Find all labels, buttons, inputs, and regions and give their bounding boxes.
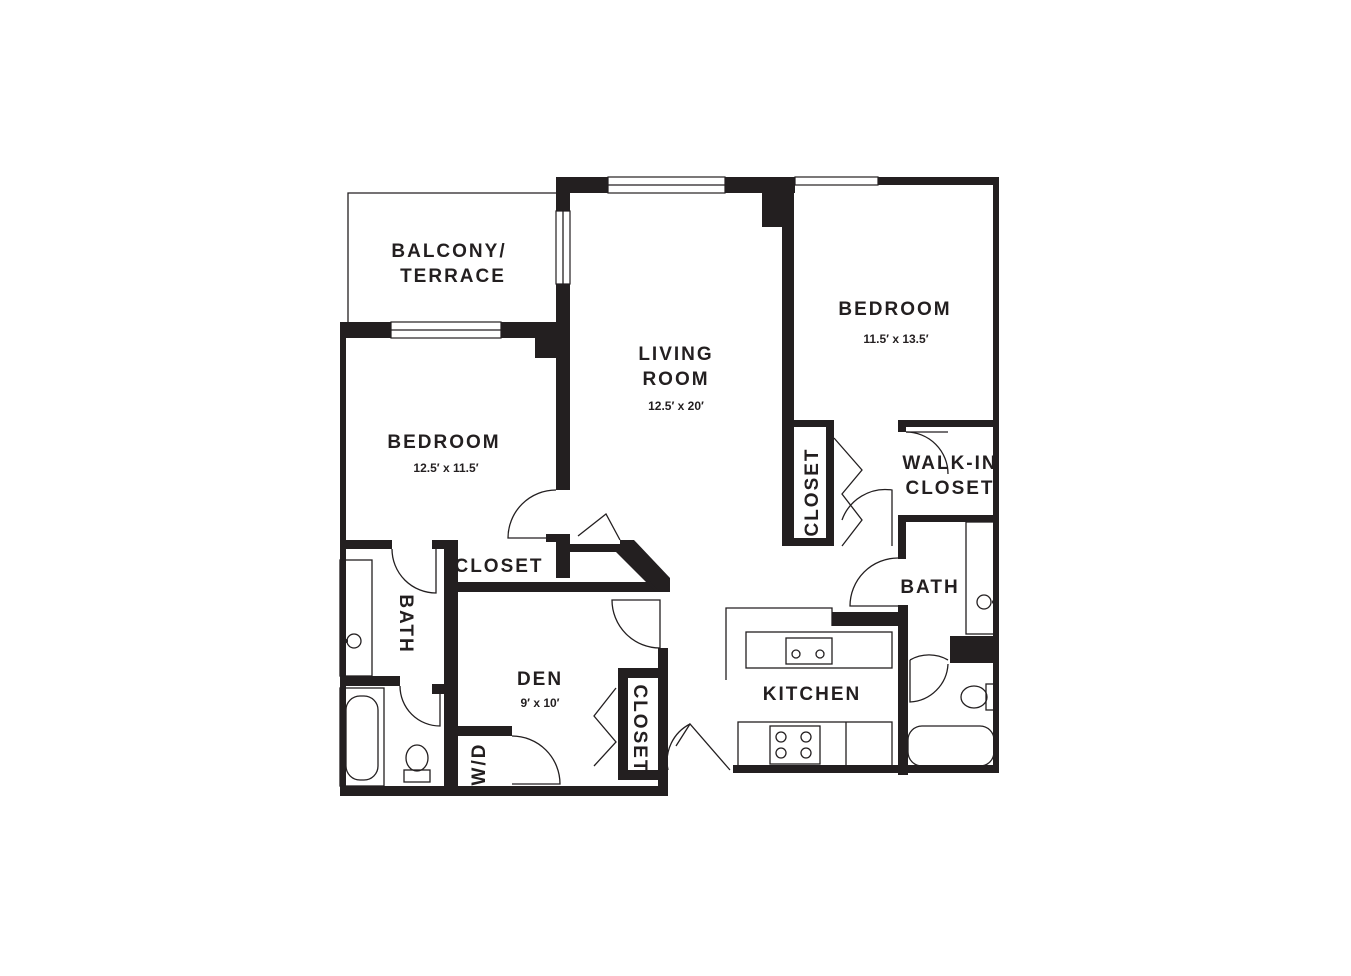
closet-den-label: CLOSET bbox=[629, 684, 650, 773]
living-room-label-2: ROOM bbox=[642, 369, 709, 390]
den-dims: 9′ x 10′ bbox=[520, 696, 559, 710]
doors bbox=[391, 431, 949, 785]
bedroom-left-label: BEDROOM bbox=[387, 432, 500, 453]
fixtures bbox=[339, 521, 999, 787]
balcony-label-2: TERRACE bbox=[400, 266, 506, 287]
bedroom-left-dims: 12.5′ x 11.5′ bbox=[413, 461, 478, 475]
bedroom-right-label: BEDROOM bbox=[838, 299, 951, 320]
closet-left-label: CLOSET bbox=[454, 556, 543, 577]
balcony-label-1: BALCONY/ bbox=[391, 241, 506, 262]
closet-right-label: CLOSET bbox=[802, 447, 823, 536]
walkin-label-1: WALK-IN bbox=[902, 453, 997, 474]
living-room-label-1: LIVING bbox=[638, 344, 713, 365]
bedroom-right-dims: 11.5′ x 13.5′ bbox=[863, 332, 928, 346]
wd-label: W/D bbox=[469, 743, 490, 786]
kitchen-label: KITCHEN bbox=[763, 684, 861, 705]
den-label: DEN bbox=[517, 669, 563, 690]
windows bbox=[390, 176, 879, 339]
bath-right-label: BATH bbox=[900, 577, 959, 598]
labels: BALCONY/ TERRACE LIVING ROOM 12.5′ x 20′… bbox=[387, 241, 997, 786]
bath-left-label: BATH bbox=[395, 594, 416, 653]
balcony-outline bbox=[347, 192, 556, 322]
walkin-label-2: CLOSET bbox=[905, 478, 994, 499]
walls bbox=[340, 177, 999, 796]
living-room-dims: 12.5′ x 20′ bbox=[648, 399, 704, 413]
